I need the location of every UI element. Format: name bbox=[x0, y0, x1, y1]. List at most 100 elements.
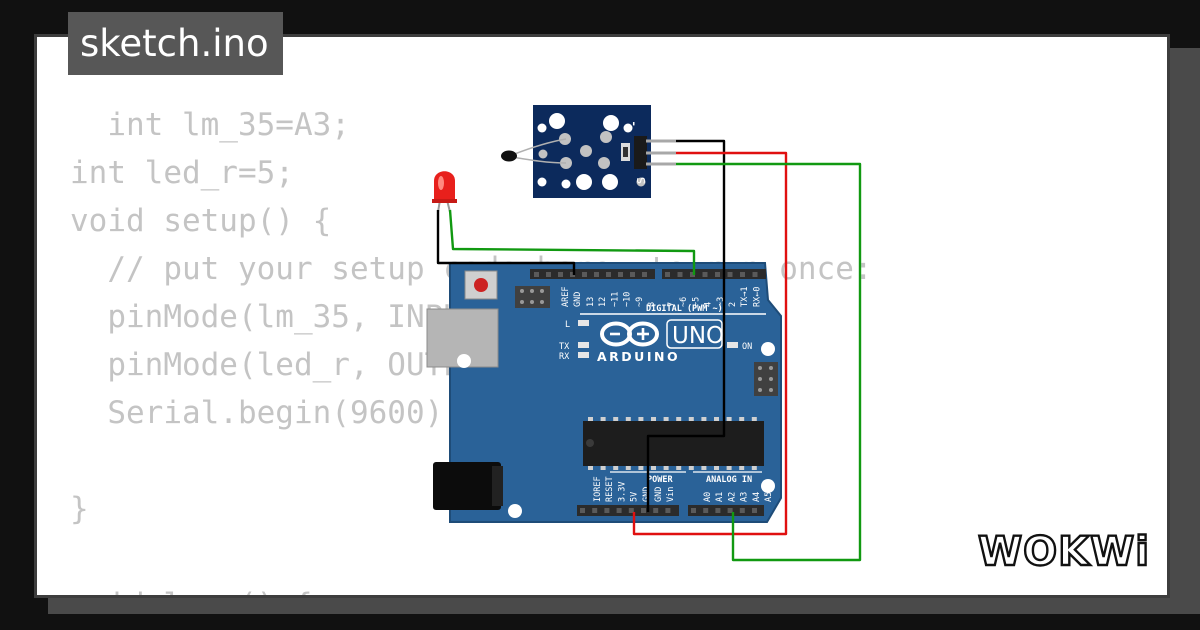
chip-pin bbox=[663, 417, 669, 422]
wokwi-logo: WOKWi bbox=[977, 528, 1148, 575]
pin-hole[interactable] bbox=[582, 272, 587, 277]
chip-pin bbox=[701, 465, 707, 470]
pin-hole[interactable] bbox=[739, 508, 745, 513]
sensor-mounting-holes bbox=[537, 113, 633, 190]
pin-label: RESET bbox=[605, 476, 615, 502]
pin-label: Vin bbox=[666, 487, 676, 502]
code-line: } bbox=[70, 491, 89, 527]
pin-hole[interactable] bbox=[752, 508, 757, 513]
chip-pin bbox=[676, 465, 682, 470]
chip-pin bbox=[625, 417, 631, 422]
reset-button-cap[interactable] bbox=[474, 278, 488, 292]
header-pin-holes bbox=[534, 272, 758, 513]
pin-hole[interactable] bbox=[642, 272, 647, 277]
sensor-pin-header bbox=[634, 136, 647, 169]
code-line: int lm_35=A3; bbox=[70, 107, 350, 143]
pin-hole[interactable] bbox=[546, 272, 551, 277]
code-editor[interactable]: int lm_35=A3;int led_r=5;void setup() { … bbox=[70, 101, 873, 595]
pin-hole[interactable] bbox=[618, 272, 623, 277]
wire-sensor-signal[interactable] bbox=[676, 162, 862, 562]
power-header-label: POWER bbox=[647, 475, 673, 485]
pin-hole[interactable] bbox=[534, 272, 539, 277]
led-tx-indicator bbox=[578, 342, 589, 348]
pin-hole[interactable] bbox=[703, 508, 709, 513]
pin-hole[interactable] bbox=[558, 272, 563, 277]
wire-led-pin5[interactable] bbox=[448, 209, 696, 275]
code-line: void loop() { bbox=[70, 581, 873, 595]
chip-pin bbox=[651, 465, 656, 470]
pin-hole[interactable] bbox=[606, 272, 611, 277]
digital-header-left[interactable] bbox=[530, 269, 655, 279]
wokwi-logo-text: WOKWi bbox=[978, 529, 1148, 575]
pin-hole[interactable] bbox=[727, 508, 733, 513]
pin-hole[interactable] bbox=[594, 272, 599, 277]
chip-pin bbox=[638, 417, 644, 422]
power-jack bbox=[433, 462, 501, 510]
pin-hole[interactable] bbox=[653, 508, 659, 513]
led-on-indicator bbox=[727, 342, 738, 348]
pin-hole[interactable] bbox=[702, 272, 708, 277]
pin-hole[interactable] bbox=[604, 508, 610, 513]
led-rx-label: RX bbox=[559, 352, 570, 362]
analog-header[interactable] bbox=[688, 505, 764, 516]
pin-hole[interactable] bbox=[665, 508, 671, 513]
chip-pin bbox=[588, 465, 593, 470]
chip-pin bbox=[625, 465, 631, 470]
wires bbox=[436, 139, 862, 562]
pin-hole[interactable] bbox=[677, 272, 683, 277]
pin-hole[interactable] bbox=[570, 272, 575, 277]
wire-led-gnd[interactable] bbox=[436, 210, 576, 275]
pin-hole[interactable] bbox=[641, 508, 646, 513]
label-aref: AREF bbox=[561, 287, 571, 307]
pin-label: 3.3V bbox=[617, 482, 627, 502]
analog-header-label: ANALOG IN bbox=[706, 475, 752, 485]
wire-sensor-gnd[interactable] bbox=[646, 139, 726, 512]
pin-hole[interactable] bbox=[592, 508, 598, 513]
code-line: int led_r=5; bbox=[70, 155, 294, 191]
chip-pin bbox=[688, 465, 694, 470]
chip-pin bbox=[588, 417, 593, 422]
sensor-pins[interactable] bbox=[646, 139, 676, 166]
power-header[interactable] bbox=[577, 505, 679, 516]
pin-label: A3 bbox=[740, 492, 750, 502]
chip-pin bbox=[638, 465, 644, 470]
chip-pin bbox=[714, 417, 719, 422]
pin-hole[interactable] bbox=[616, 508, 622, 513]
pin-hole[interactable] bbox=[665, 272, 670, 277]
pin-label: ~3 bbox=[716, 297, 726, 307]
pin-label: 12 bbox=[598, 297, 608, 307]
led-l-label: L bbox=[565, 320, 570, 330]
digital-header-right[interactable] bbox=[662, 269, 766, 279]
pin-hole[interactable] bbox=[630, 272, 635, 277]
pin-label: ~5 bbox=[691, 297, 701, 307]
pin-hole[interactable] bbox=[740, 272, 745, 277]
code-line: Serial.begin(9600); bbox=[70, 395, 462, 431]
file-tab[interactable]: sketch.ino bbox=[68, 12, 283, 75]
chip-pin bbox=[663, 465, 669, 470]
power-jack-shell bbox=[492, 466, 503, 506]
pin-hole[interactable] bbox=[715, 508, 721, 513]
pin-hole[interactable] bbox=[752, 272, 758, 277]
chip-pin bbox=[613, 417, 619, 422]
pin-hole[interactable] bbox=[628, 508, 634, 513]
pin-hole[interactable] bbox=[580, 508, 585, 513]
chip-pin bbox=[726, 417, 732, 422]
chip-pin bbox=[739, 465, 745, 470]
red-led[interactable] bbox=[432, 171, 457, 213]
led-tx-label: TX bbox=[559, 342, 570, 352]
thermistor-icon bbox=[501, 138, 567, 164]
chip-pin bbox=[600, 417, 606, 422]
led-rx-indicator bbox=[578, 352, 589, 358]
pin-hole[interactable] bbox=[727, 272, 733, 277]
pin-hole[interactable] bbox=[690, 272, 695, 277]
sensor-resistor-body bbox=[623, 147, 628, 157]
icsp-header-left bbox=[515, 286, 550, 308]
pin-hole[interactable] bbox=[691, 508, 696, 513]
wire-sensor-vcc[interactable] bbox=[632, 151, 788, 536]
temperature-sensor-module[interactable]: - S bbox=[501, 105, 676, 198]
pin-hole[interactable] bbox=[715, 272, 720, 277]
